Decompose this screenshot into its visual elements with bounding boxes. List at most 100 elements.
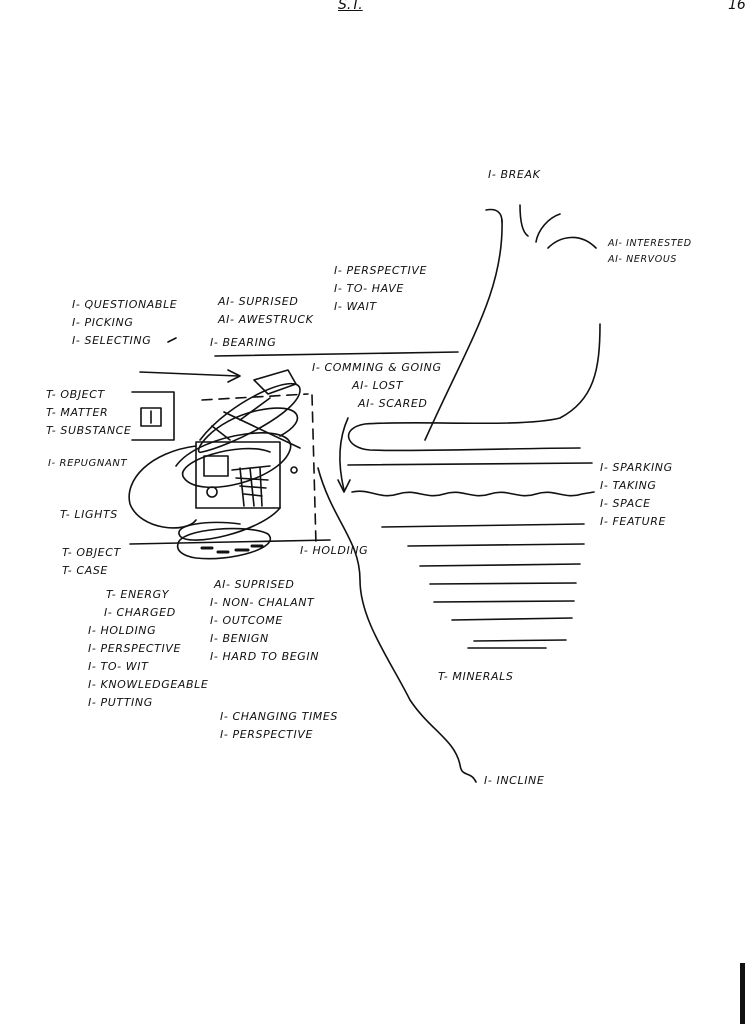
label-break: I- BREAK (488, 166, 540, 184)
surface-line (347, 462, 593, 466)
curve-loop (178, 507, 281, 541)
arrowhead-shape (253, 369, 297, 395)
machine-frame (195, 441, 281, 509)
stratum-line (381, 523, 585, 528)
scan-edge-mark (740, 963, 745, 1024)
wave-crest-stroke (485, 208, 503, 223)
label-line: I- NON- CHALANT (210, 596, 315, 609)
label-line: I- SPACE (600, 497, 651, 510)
label-line: I- CHANGING TIMES (220, 710, 339, 723)
water-surface (347, 462, 595, 497)
stratum-line (429, 582, 577, 585)
label-line: I- PUTTING (88, 696, 153, 709)
label-bearing: I- BEARING (210, 334, 276, 352)
curve-loop (128, 445, 197, 529)
label-line: I- PERSPECTIVE (88, 642, 182, 655)
machine-detail (239, 467, 263, 507)
label-minerals: T- MINERALS (438, 668, 513, 686)
mineral-strata (381, 523, 585, 649)
wave-body-stroke (347, 323, 601, 452)
wavy-line (351, 490, 595, 497)
machine-window (203, 455, 229, 477)
oval-bottom (176, 527, 272, 560)
machine-knob (206, 486, 218, 498)
label-suprised-bottom: AI- SUPRISED I- NON- CHALANT I- OUTCOME … (210, 576, 319, 666)
label-line: T- OBJECT (62, 546, 121, 559)
label-line: I- PERSPECTIVE (220, 728, 314, 741)
object-box (131, 391, 175, 441)
label-line: AI- AWESTRUCK (218, 313, 314, 326)
label-suprised-top: AI- SUPRISED AI- AWESTRUCK (218, 293, 313, 329)
label-line: AI- NERVOUS (608, 254, 678, 265)
wave-body-stroke (424, 219, 503, 441)
baseline (129, 539, 331, 545)
down-arrow-head (337, 479, 351, 493)
label-line: AI- INTERESTED (608, 238, 692, 249)
down-arrow (339, 417, 349, 491)
scribble (197, 382, 301, 453)
label-line: I- TO- HAVE (334, 282, 404, 295)
machine-knob (290, 466, 298, 474)
central-object (128, 369, 317, 560)
left-arrow-head (227, 369, 241, 383)
label-line: I- OUTCOME (210, 614, 283, 627)
dashed-line (201, 393, 309, 401)
label-comming: I- COMMING & GOING AI- LOST AI- SCARED (312, 359, 442, 413)
label-line: I- KNOWLEDGEABLE (88, 678, 209, 691)
label-line: T- MATTER (46, 406, 109, 419)
label-lights: T- LIGHTS (60, 506, 118, 524)
light-dashes (200, 544, 264, 554)
label-interested: AI- INTERESTED AI- NERVOUS (608, 235, 692, 267)
label-line: T- SUBSTANCE (46, 424, 132, 437)
label-line: I- BEARING (210, 336, 277, 349)
label-incline: I- INCLINE (484, 772, 544, 790)
label-line: I- TAKING (600, 479, 657, 492)
page-number: 16 (728, 0, 745, 13)
machine-detail (231, 465, 271, 497)
stratum-line (433, 600, 575, 603)
label-object-case: T- OBJECT T- CASE (62, 544, 121, 580)
label-line: I- PERSPECTIVE (334, 264, 428, 277)
label-line: I- BREAK (488, 168, 541, 181)
label-line: I- FEATURE (600, 515, 667, 528)
label-perspective-top: I- PERSPECTIVE I- TO- HAVE I- WAIT (334, 262, 427, 316)
label-line: I- WAIT (334, 300, 377, 313)
label-line: AI- SUPRISED (218, 295, 299, 308)
object-inner-box (140, 407, 162, 427)
page-title: S.T. (338, 0, 363, 13)
label-line: AI- SUPRISED (214, 578, 295, 591)
top-line (214, 351, 459, 357)
dashed-vertical (311, 394, 317, 546)
label-line: I- SPARKING (600, 461, 673, 474)
label-line: I- COMMING & GOING (312, 361, 442, 374)
incline-curve (317, 467, 477, 783)
label-line: T- LIGHTS (60, 508, 118, 521)
label-questionable: I- QUESTIONABLE I- PICKING I- SELECTING (72, 296, 177, 350)
label-line: AI- SCARED (358, 397, 428, 410)
stratum-line (473, 639, 567, 642)
label-line: I- PICKING (72, 316, 134, 329)
scribble (211, 397, 301, 449)
label-repugnant: I- REPUGNANT (48, 455, 127, 473)
label-line: I- HOLDING (88, 624, 157, 637)
object-box-outline (131, 391, 175, 441)
stratum-line (451, 617, 573, 621)
label-line: T- MINERALS (438, 670, 514, 683)
wave-crest-stroke (535, 213, 561, 243)
label-line: T- OBJECT (46, 388, 105, 401)
stratum-line (419, 563, 581, 567)
label-changing: I- CHANGING TIMES I- PERSPECTIVE (220, 708, 338, 744)
label-line: I- REPUGNANT (48, 458, 128, 469)
wave-crest (347, 204, 601, 452)
stratum-line (407, 543, 585, 547)
label-line: I- TO- WIT (88, 660, 149, 673)
label-line: AI- LOST (352, 379, 404, 392)
label-line: I- CHARGED (104, 606, 176, 619)
bearing-mark (167, 337, 177, 343)
left-arrow (139, 371, 239, 377)
label-line: T- CASE (62, 564, 108, 577)
wave-crest-stroke (547, 236, 597, 249)
label-holding-right: I- HOLDING (300, 542, 368, 560)
